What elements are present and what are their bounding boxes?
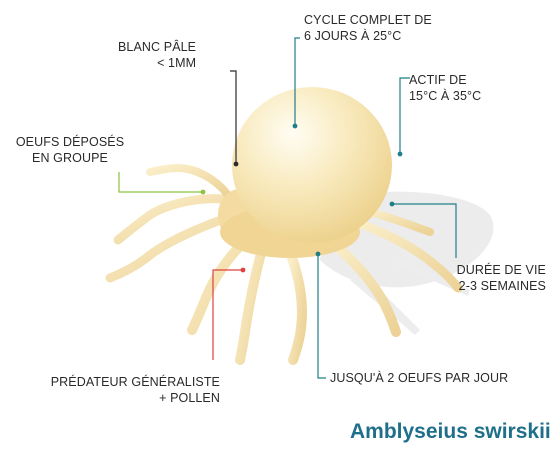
label-actif: ACTIF DE 15°C À 35°C — [409, 72, 481, 104]
label-duree-vie: DURÉE DE VIE 2-3 SEMAINES — [440, 262, 546, 294]
label-duree-vie-line2: 2-3 SEMAINES — [440, 278, 546, 294]
label-cycle-line1: CYCLE COMPLET DE — [304, 12, 432, 28]
mite-body — [232, 87, 392, 243]
label-predateur-line1: PRÉDATEUR GÉNÉRALISTE — [40, 374, 220, 390]
label-blanc-pale: BLANC PÂLE < 1MM — [118, 39, 196, 71]
line-oeufs-groupe — [119, 172, 203, 192]
label-blanc-pale-line2: < 1MM — [118, 55, 196, 71]
label-oeufs-jour: JUSQU'À 2 OEUFS PAR JOUR — [330, 370, 508, 386]
label-predateur-line2: + POLLEN — [40, 390, 220, 406]
label-blanc-pale-line1: BLANC PÂLE — [118, 39, 196, 55]
label-oeufs-groupe-line1: OEUFS DÉPOSÉS — [0, 134, 140, 150]
line-oeufs-jour — [318, 254, 326, 378]
label-oeufs-jour-line1: JUSQU'À 2 OEUFS PAR JOUR — [330, 370, 508, 386]
species-title: Amblyseius swirskii — [350, 420, 550, 444]
label-oeufs-groupe-line2: EN GROUPE — [0, 150, 140, 166]
label-duree-vie-line1: DURÉE DE VIE — [440, 262, 546, 278]
label-predateur: PRÉDATEUR GÉNÉRALISTE + POLLEN — [40, 374, 220, 406]
label-actif-line1: ACTIF DE — [409, 72, 481, 88]
label-cycle: CYCLE COMPLET DE 6 JOURS À 25°C — [304, 12, 432, 44]
label-cycle-line2: 6 JOURS À 25°C — [304, 28, 432, 44]
label-oeufs-groupe: OEUFS DÉPOSÉS EN GROUPE — [0, 134, 140, 166]
label-actif-line2: 15°C À 35°C — [409, 88, 481, 104]
